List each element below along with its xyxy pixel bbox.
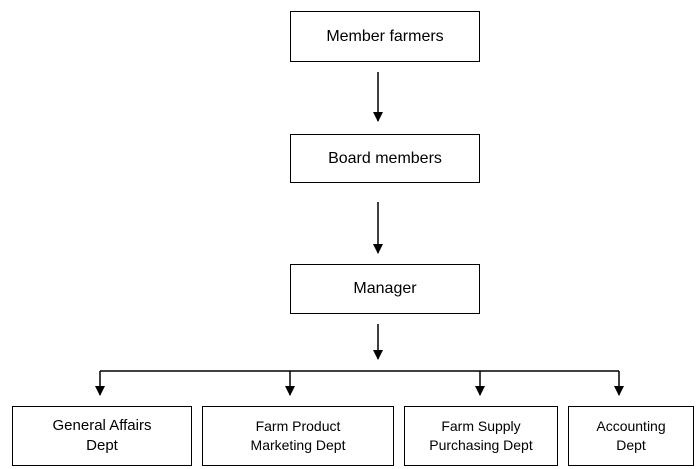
node-board-members-label: Board members (328, 149, 442, 167)
node-farm-product-marketing-dept-label: Farm Product Marketing Dept (250, 418, 346, 453)
node-farm-supply-purchasing-dept-label: Farm Supply Purchasing Dept (429, 418, 533, 453)
node-manager-label: Manager (353, 280, 417, 298)
node-farm-supply-purchasing-dept: Farm Supply Purchasing Dept (404, 406, 558, 466)
node-member-farmers-label: Member farmers (326, 27, 444, 45)
node-general-affairs-dept-label: General Affairs Dept (52, 416, 152, 454)
node-manager: Manager (290, 264, 480, 314)
node-board-members: Board members (290, 134, 480, 183)
node-member-farmers: Member farmers (290, 11, 480, 62)
node-accounting-dept: Accounting Dept (568, 406, 694, 466)
node-general-affairs-dept: General Affairs Dept (12, 406, 192, 466)
node-farm-product-marketing-dept: Farm Product Marketing Dept (202, 406, 394, 466)
node-accounting-dept-label: Accounting Dept (596, 418, 666, 453)
